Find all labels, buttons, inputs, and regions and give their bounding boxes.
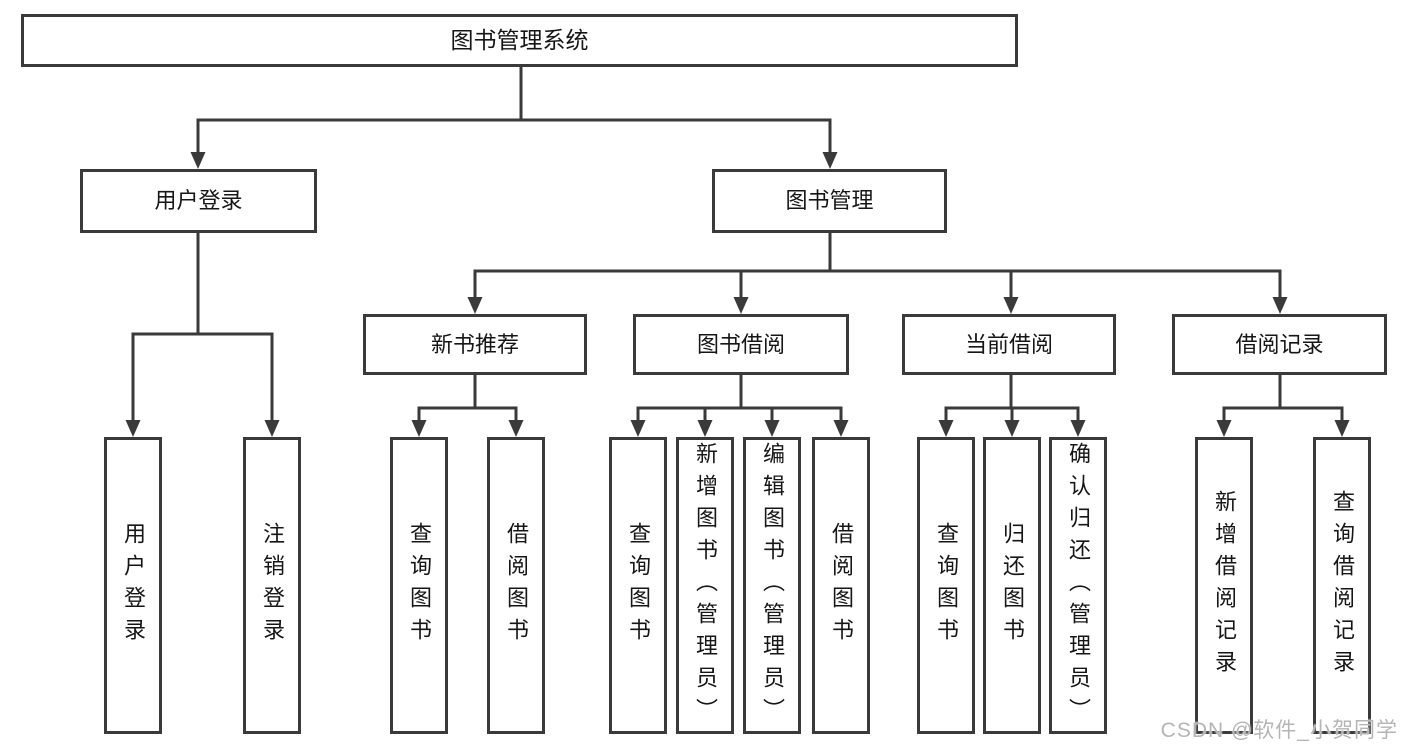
leaf-add-borrow-record: 新增借阅记录 — [1195, 437, 1253, 734]
leaf-borrow-books-2: 借阅图书 — [812, 437, 870, 734]
node-new-book-recommendation: 新书推荐 — [363, 314, 587, 375]
csdn-watermark: CSDN @软件_小贺同学 — [1160, 719, 1398, 742]
leaf-label: 新增借阅记录 — [1212, 489, 1237, 682]
leaf-label: 借阅图书 — [829, 521, 854, 650]
leaf-label: 新增图书（管理员） — [693, 441, 718, 730]
node-label: 用户登录 — [154, 188, 243, 213]
node-book-management: 图书管理 — [712, 169, 947, 233]
node-label: 图书管理 — [785, 188, 874, 213]
leaf-query-books-current: 查询图书 — [917, 437, 975, 734]
node-label: 新书推荐 — [430, 331, 519, 357]
node-label: 借阅记录 — [1235, 331, 1324, 357]
node-label: 图书管理系统 — [450, 27, 589, 53]
node-label: 图书借阅 — [696, 331, 785, 357]
leaf-return-books: 归还图书 — [983, 437, 1041, 734]
leaf-add-book-admin: 新增图书（管理员） — [676, 437, 734, 734]
leaf-label: 归还图书 — [1000, 521, 1025, 650]
leaf-confirm-return-admin: 确认归还（管理员） — [1049, 437, 1107, 734]
leaf-user-login: 用户登录 — [104, 437, 162, 734]
node-current-borrowing: 当前借阅 — [902, 314, 1116, 375]
leaf-query-books: 查询图书 — [390, 437, 448, 734]
leaf-label: 查询图书 — [407, 521, 432, 650]
node-label: 当前借阅 — [964, 331, 1053, 357]
node-borrowing-records: 借阅记录 — [1172, 314, 1387, 375]
leaf-borrow-books: 借阅图书 — [487, 437, 545, 734]
leaf-query-books-borrowing: 查询图书 — [609, 437, 667, 734]
node-library-management-system: 图书管理系统 — [21, 14, 1018, 67]
leaf-query-borrow-record: 查询借阅记录 — [1313, 437, 1371, 734]
node-user-login: 用户登录 — [80, 169, 317, 233]
leaf-label: 查询借阅记录 — [1330, 489, 1355, 682]
leaf-label: 查询图书 — [934, 521, 959, 650]
leaf-label: 编辑图书（管理员） — [760, 441, 785, 730]
leaf-label: 注销登录 — [260, 521, 285, 650]
node-book-borrowing: 图书借阅 — [633, 314, 849, 375]
leaf-edit-book-admin: 编辑图书（管理员） — [743, 437, 801, 734]
leaf-label: 借阅图书 — [504, 521, 529, 650]
leaf-label: 确认归还（管理员） — [1066, 441, 1091, 730]
leaf-label: 查询图书 — [626, 521, 651, 650]
leaf-label: 用户登录 — [121, 521, 146, 650]
leaf-logout: 注销登录 — [243, 437, 301, 734]
